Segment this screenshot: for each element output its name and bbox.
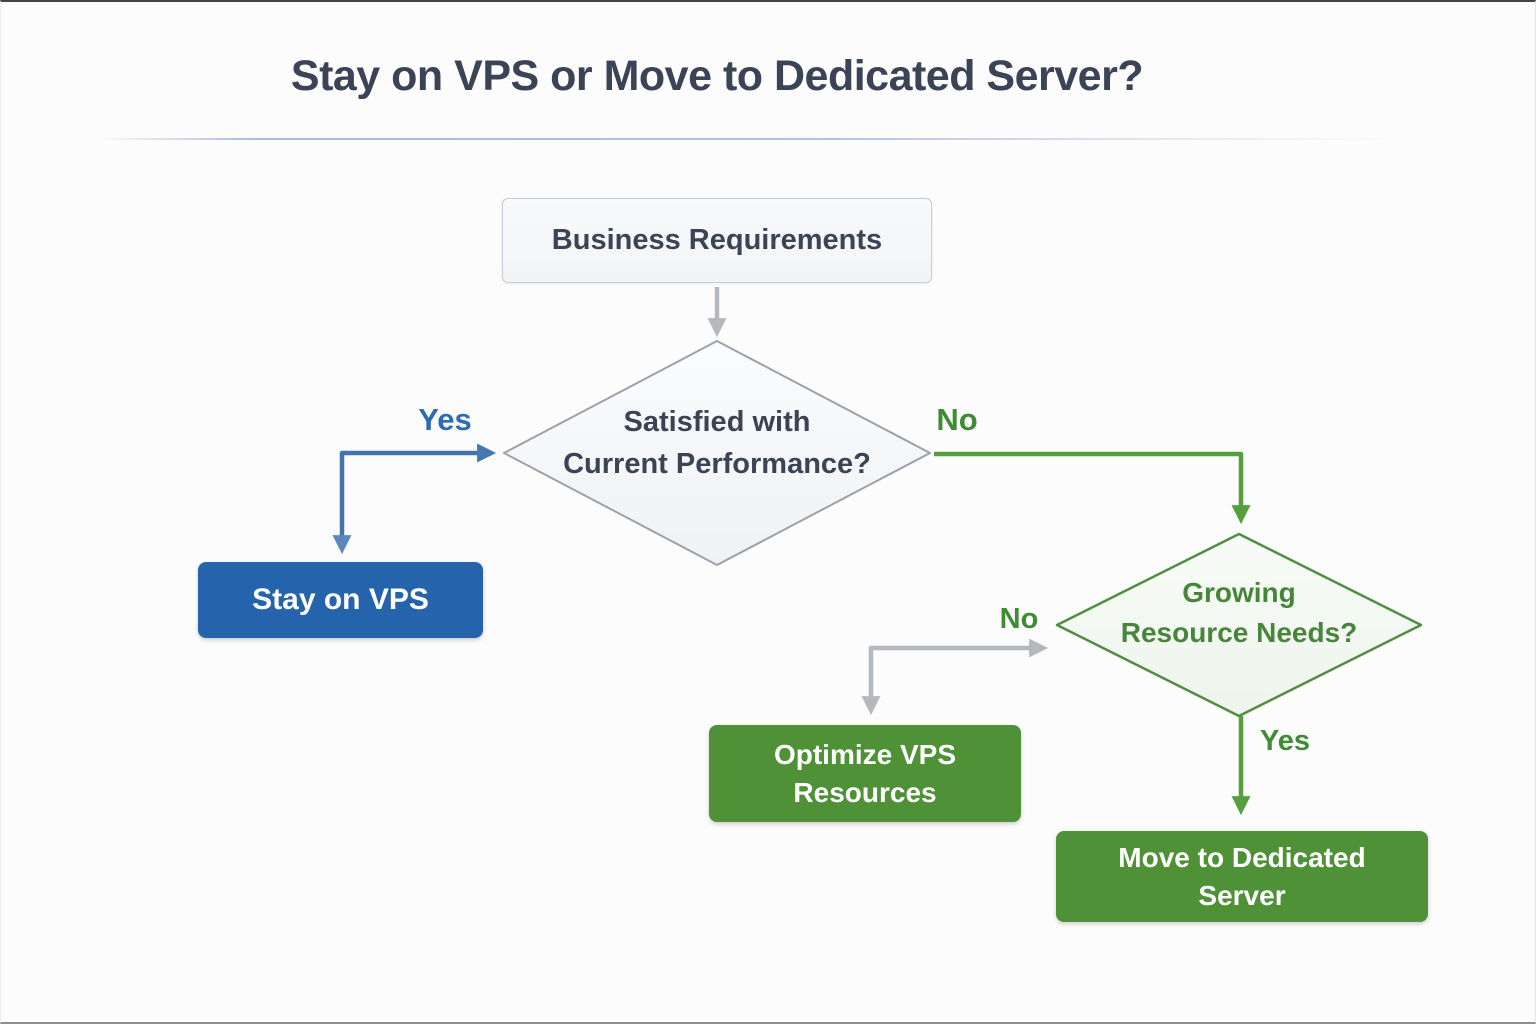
decision-satisfied-line1: Satisfied with xyxy=(623,406,811,438)
node-business-requirements-label: Business Requirements xyxy=(551,224,883,256)
node-stay-on-vps: Stay on VPS xyxy=(198,562,483,638)
edge-label-yes-stay: Yes xyxy=(418,402,472,437)
decision-growing-label: Growing Resource Needs? xyxy=(1059,573,1419,653)
edge-no-to-optimize xyxy=(861,638,1049,716)
node-move-dedicated-line1: Move to Dedicated xyxy=(1118,841,1366,873)
decision-satisfied-line2: Current Performance? xyxy=(563,448,871,480)
edge-label-no-growing: No xyxy=(936,402,978,437)
node-move-dedicated-line2: Server xyxy=(1198,879,1286,911)
node-optimize-vps: Optimize VPS Resources xyxy=(709,725,1021,822)
node-business-requirements: Business Requirements xyxy=(502,198,932,283)
node-move-dedicated: Move to Dedicated Server xyxy=(1056,831,1428,922)
node-optimize-vps-line2: Resources xyxy=(793,776,937,808)
decision-satisfied-diamond xyxy=(503,340,931,566)
edge-label-yes-move: Yes xyxy=(1260,725,1310,757)
decision-growing-line2: Resource Needs? xyxy=(1120,617,1358,648)
title-divider xyxy=(105,138,1395,140)
decision-growing-diamond xyxy=(1055,532,1423,718)
node-optimize-vps-line1: Optimize VPS xyxy=(773,738,957,770)
edge-label-no-optimize: No xyxy=(999,603,1039,635)
page-title: Stay on VPS or Move to Dedicated Server? xyxy=(290,52,1144,100)
edge-yes-to-stay xyxy=(332,443,497,555)
node-stay-on-vps-label: Stay on VPS xyxy=(252,583,429,616)
decision-growing-line1: Growing xyxy=(1182,577,1296,608)
edge-no-to-growing xyxy=(934,451,1251,525)
decision-satisfied-label: Satisfied with Current Performance? xyxy=(504,401,930,485)
